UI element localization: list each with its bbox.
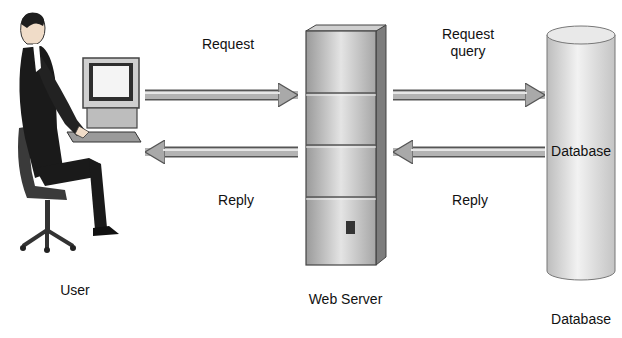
node-label: User [5, 282, 145, 299]
arrow-highlight [163, 149, 298, 151]
shin [89, 160, 107, 230]
hand [75, 126, 89, 138]
db-illustration [545, 25, 617, 333]
node-label: Web Server [298, 291, 393, 308]
arrow-shaft [393, 148, 545, 156]
server-drawing [306, 25, 386, 265]
node-label: Database [545, 143, 617, 160]
bay-divider [306, 196, 376, 198]
user-figure: User [5, 8, 145, 308]
tower-top [306, 25, 386, 31]
edge-label: Request [186, 36, 270, 53]
server-illustration [298, 25, 393, 315]
cylinder-top [547, 26, 615, 44]
user-drawing [18, 12, 141, 253]
arrow-shaft [393, 91, 545, 99]
shoe [93, 226, 119, 236]
edge-label: Reply [438, 192, 502, 209]
bay-divider [306, 144, 376, 146]
tower-side [376, 25, 386, 265]
computer-base [87, 108, 137, 128]
node-label: Database [545, 311, 617, 328]
monitor-case [83, 58, 139, 108]
chair-base [23, 230, 73, 248]
arrow-highlight [393, 92, 527, 94]
database-cylinder: DatabaseDatabase [545, 25, 617, 333]
chair-wheel [20, 245, 26, 251]
arrow-shaft [145, 148, 298, 156]
bay-divider [306, 92, 376, 94]
arm [37, 56, 85, 136]
edge-label: Reply [204, 192, 268, 209]
monitor-bezel [89, 63, 133, 101]
chair-wheel [44, 247, 50, 253]
bay-highlight [306, 199, 376, 200]
user-illustration [5, 8, 145, 308]
arrow-connector [393, 150, 545, 152]
power-button [346, 221, 355, 234]
chair-wheel [70, 245, 76, 251]
arrow-connector [145, 93, 298, 95]
hair [21, 12, 44, 28]
bay-highlight [306, 95, 376, 96]
arrow-highlight [411, 149, 545, 151]
arrow-connector [393, 93, 545, 95]
server-tower: Web Server [298, 25, 393, 315]
arrow-shaft [145, 91, 298, 99]
arrow-connector [145, 150, 298, 152]
tower-front [306, 31, 376, 265]
monitor-screen [93, 66, 129, 97]
edge-label: Request query [435, 26, 501, 60]
shirt [33, 44, 41, 72]
bay-highlight [306, 147, 376, 148]
arrow-highlight [145, 92, 280, 94]
chair-post [45, 200, 50, 230]
